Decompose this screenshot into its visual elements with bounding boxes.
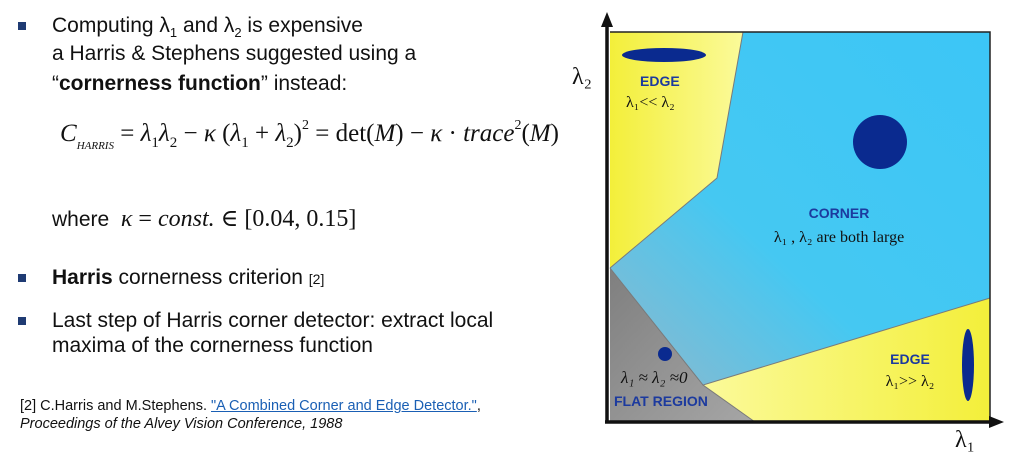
- corner-title: CORNER: [809, 205, 870, 221]
- flat-title: FLAT REGION: [614, 393, 708, 409]
- edge-right-title: EDGE: [890, 351, 930, 367]
- edge-top-text: λ₁<< λ₂: [626, 94, 675, 111]
- flat-blob: [658, 347, 672, 361]
- y-axis-label: λ₂: [572, 64, 592, 90]
- diagram-frame: [610, 31, 991, 422]
- reference-prefix: [2] C.Harris and M.Stephens.: [20, 398, 211, 414]
- formula-trace: trace: [463, 120, 515, 147]
- edge-top-region: [610, 32, 743, 268]
- bullet-1-line-2: a Harris & Stephens suggested using a: [52, 42, 417, 65]
- edge-right-text: λ₁>> λ₂: [886, 373, 935, 390]
- boundary-line: [609, 31, 744, 269]
- x-axis-arrow: [989, 416, 1004, 428]
- bullet-3-line-2: maxima of the cornerness function: [52, 334, 373, 357]
- formula-rhs2: = det(M) − κ ·: [315, 120, 464, 147]
- where-math: κ = const. ∈ [0.04, 0.15]: [120, 206, 357, 232]
- reference-suffix: ,: [476, 398, 481, 414]
- reference-venue: Proceedings of the Alvey Vision Conferen…: [20, 416, 343, 432]
- bullet-3-line-1: Last step of Harris corner detector: ext…: [52, 309, 494, 332]
- flat-region: [610, 268, 755, 422]
- formula-rhs3: (M): [521, 120, 559, 147]
- bullet-1-line-3: “cornerness function” instead:: [52, 72, 348, 95]
- bullet-2-text: cornerness criterion: [112, 266, 309, 289]
- flat-text: λ₁ ≈ λ₂ ≈0: [620, 368, 688, 387]
- bullet-marker: [18, 22, 26, 30]
- reference-link[interactable]: "A Combined Corner and Edge Detector.": [211, 398, 477, 414]
- bullet-marker: [18, 317, 26, 325]
- y-axis-arrow: [601, 12, 613, 27]
- formula-sub: HARRIS: [76, 140, 114, 152]
- formula-exp: 2: [302, 118, 309, 133]
- edge-right-region: [703, 298, 990, 422]
- formula-c: C: [60, 120, 77, 147]
- corner-text: λ₁ , λ₂ are both large: [774, 229, 904, 246]
- bullet-2-ref: [2]: [308, 271, 325, 287]
- x-axis-label: λ₁: [955, 427, 975, 453]
- bullet-2: Harris cornerness criterion [2]: [52, 265, 324, 292]
- bullet-marker: [18, 274, 26, 282]
- harris-formula: CHARRIS = λ1λ2 − κ (λ1 + λ2)2 = det(M) −…: [60, 118, 559, 152]
- edge-top-title: EDGE: [640, 73, 680, 89]
- boundary-line: [609, 267, 704, 386]
- bullet-2-bold: Harris: [52, 266, 113, 289]
- edge-right-blob: [962, 329, 974, 401]
- corner-blob: [853, 115, 907, 169]
- reference-line-2: Proceedings of the Alvey Vision Conferen…: [20, 416, 342, 432]
- bold-phrase: cornerness function: [59, 72, 261, 95]
- where-label: where: [52, 208, 110, 231]
- reference-line-1: [2] C.Harris and M.Stephens. "A Combined…: [20, 398, 481, 414]
- bullet-1-line-1: Computing λ1 and λ2 is expensive: [52, 14, 363, 41]
- where-clause: where κ = const. ∈ [0.04, 0.15]: [52, 204, 356, 233]
- edge-top-blob: [622, 48, 706, 62]
- formula-rhs1: = λ1λ2 − κ (λ1 + λ2): [120, 120, 302, 151]
